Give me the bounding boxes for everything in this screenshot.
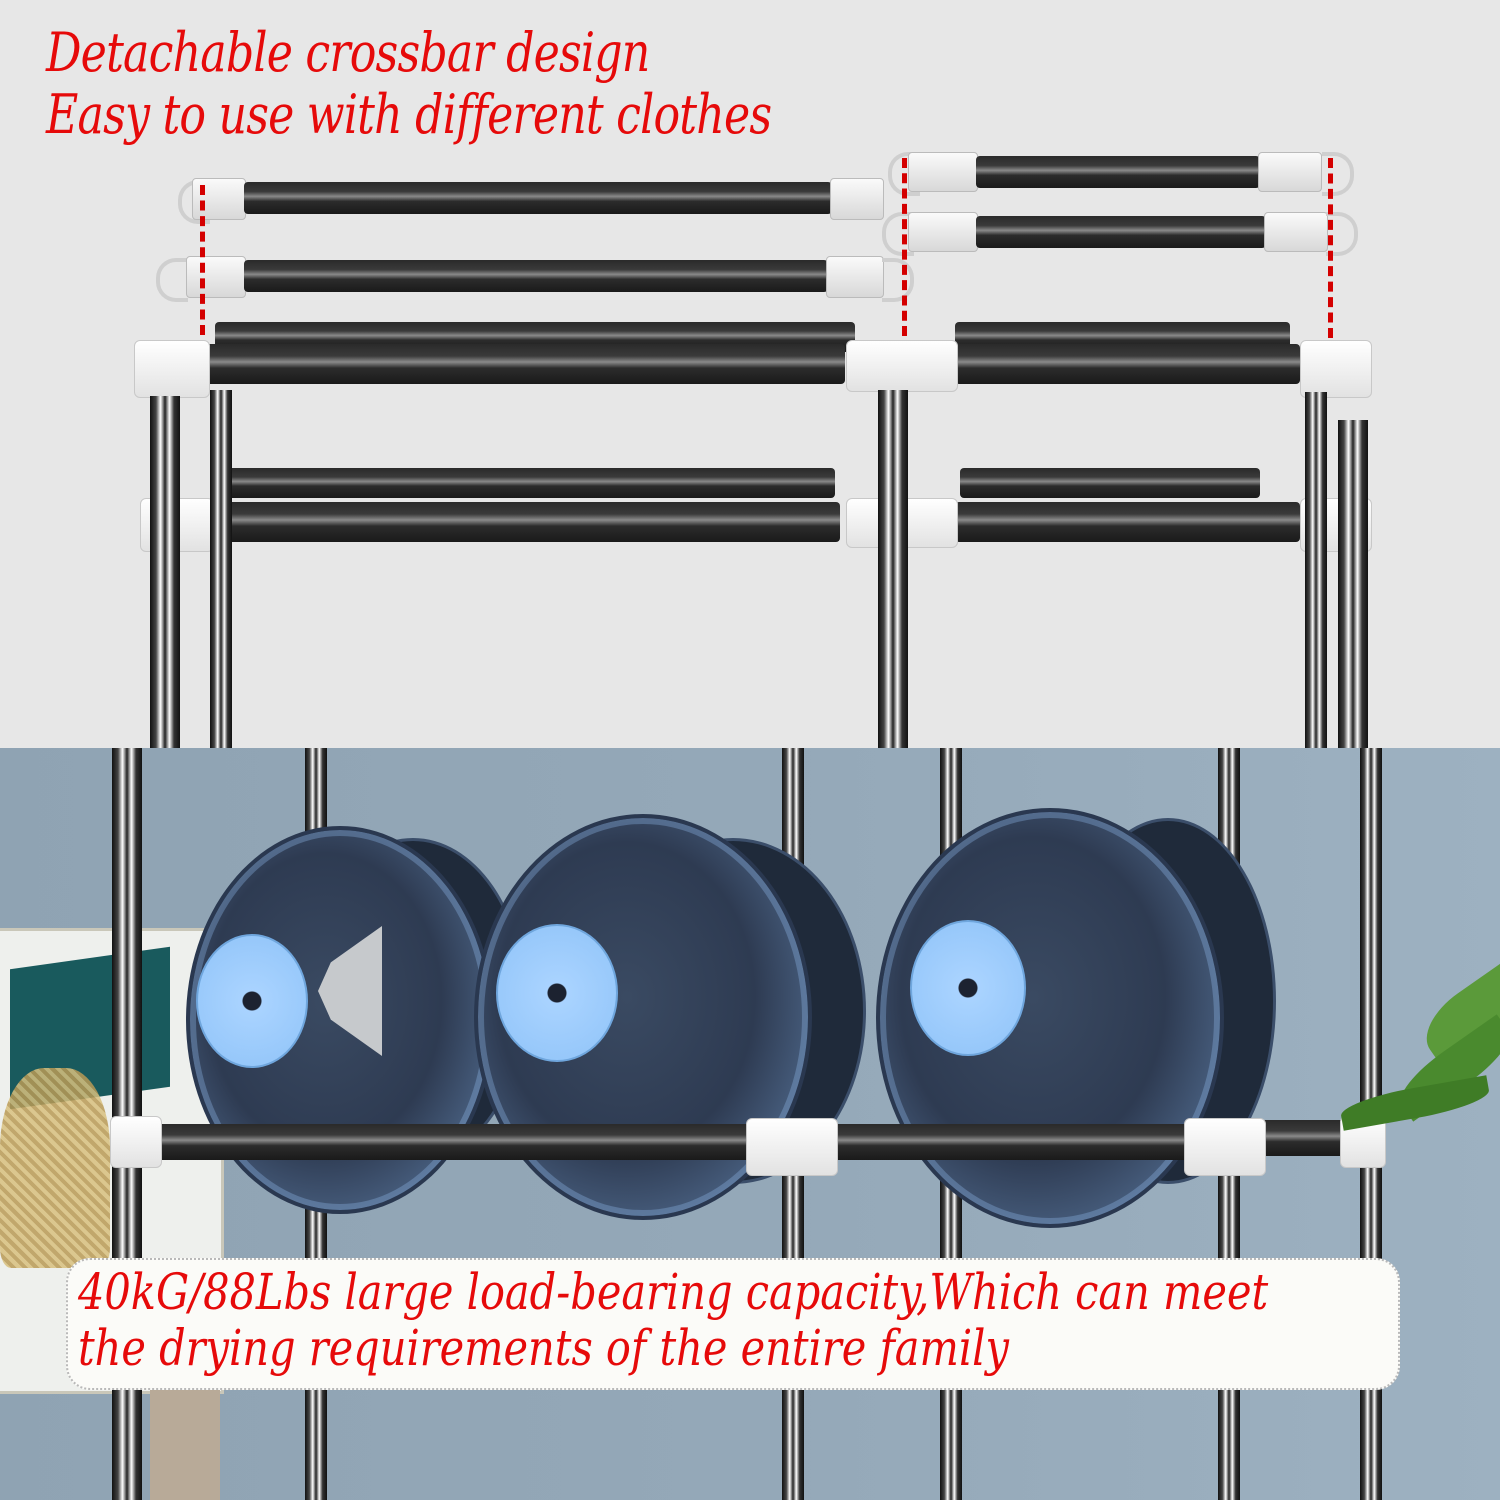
- detached-crossbar-3: [976, 156, 1260, 188]
- rod-end-cap: [908, 212, 978, 252]
- hook-icon: [1322, 152, 1354, 196]
- caption-box: [66, 1258, 1400, 1390]
- attach-indicator-line: [902, 158, 907, 336]
- shelf-joint: [746, 1118, 838, 1176]
- frame-mid-rail-left: [210, 502, 840, 542]
- rod-end-cap: [830, 178, 884, 220]
- shelf-rail-right: [1260, 1120, 1346, 1156]
- shelf-joint: [110, 1116, 162, 1168]
- frame-back-rail: [960, 468, 1260, 498]
- caption-line-2: the drying requirements of the entire fa…: [78, 1319, 1009, 1377]
- frame-post: [878, 390, 908, 748]
- frame-top-rail-left: [205, 344, 845, 384]
- attach-indicator-line: [1328, 158, 1333, 338]
- hook-icon: [1326, 212, 1358, 256]
- frame-top-rail-right: [955, 344, 1300, 384]
- rod-end-cap: [1264, 212, 1328, 252]
- hook-icon: [882, 258, 914, 302]
- frame-post: [150, 396, 180, 748]
- headline-line-2: Easy to use with different clothes: [46, 83, 772, 146]
- frame-post: [1338, 420, 1368, 748]
- frame-post: [1305, 392, 1327, 748]
- exploded-view-panel: Detachable crossbar design Easy to use w…: [0, 0, 1500, 748]
- rod-end-cap: [908, 152, 978, 192]
- caption-text: 40kG/88Lbs large load-bearing capacity,W…: [78, 1264, 1268, 1376]
- tee-joint: [846, 340, 958, 392]
- bottle-cap-icon: [496, 924, 618, 1062]
- shelf-rail-left: [152, 1124, 756, 1160]
- detached-crossbar-1: [244, 182, 832, 214]
- rod-end-cap: [186, 256, 246, 298]
- headline-line-1: Detachable crossbar design: [46, 21, 650, 84]
- attach-indicator-line: [200, 185, 205, 335]
- hook-icon: [156, 258, 188, 302]
- dried-flowers: [0, 1068, 110, 1268]
- shelf-joint: [1184, 1118, 1266, 1176]
- frame-post: [210, 390, 232, 748]
- rod-end-cap: [1258, 152, 1322, 192]
- hook-icon: [882, 212, 914, 256]
- corner-joint: [1300, 340, 1372, 398]
- frame-back-rail: [215, 468, 835, 498]
- bottle-cap-icon: [196, 934, 308, 1068]
- detached-crossbar-2: [244, 260, 828, 292]
- detached-crossbar-4: [976, 216, 1266, 248]
- caption-line-1: 40kG/88Lbs large load-bearing capacity,W…: [78, 1263, 1269, 1321]
- rod-end-cap: [826, 256, 884, 298]
- bottle-cap-icon: [910, 920, 1026, 1056]
- frame-mid-rail-right: [955, 502, 1300, 542]
- shelf-rail-mid: [830, 1124, 1190, 1160]
- headline: Detachable crossbar design Easy to use w…: [46, 21, 772, 146]
- corner-joint: [134, 340, 210, 398]
